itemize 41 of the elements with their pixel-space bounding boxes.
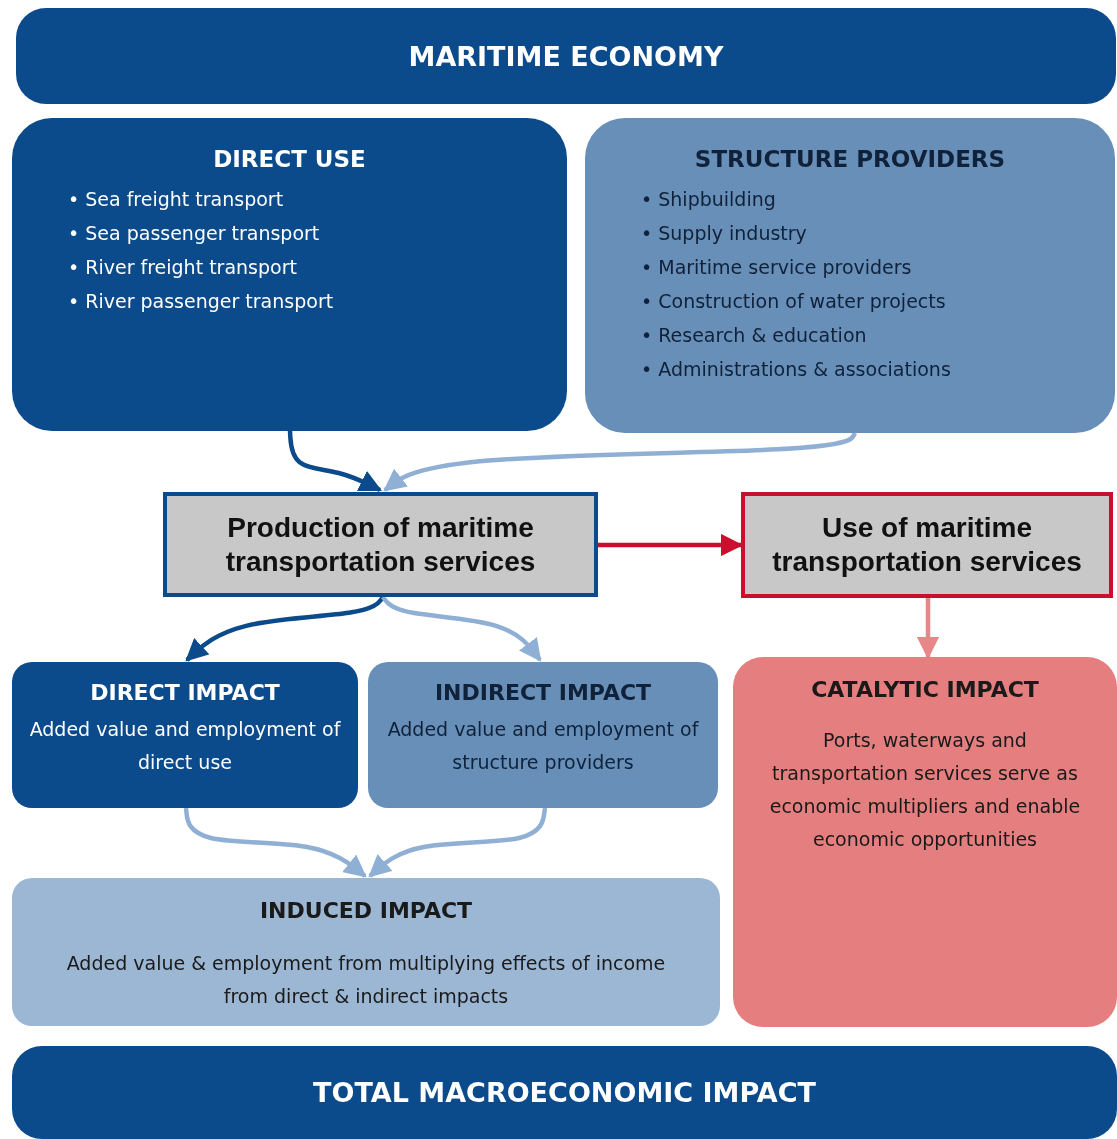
bullet-item: • Administrations & associations	[641, 357, 952, 382]
process-box	[163, 492, 598, 597]
box-heading: CATALYTIC IMPACT	[810, 676, 1040, 702]
impact-box	[12, 662, 358, 808]
process-box	[741, 492, 1113, 598]
box-description: Ports, waterways and transportation services serve as economic multipliers and enable economic opportunities	[768, 728, 1082, 852]
bullet-item: • Research & education	[641, 323, 868, 348]
arrow	[916, 598, 940, 660]
bullet-item: • Supply industry	[641, 221, 808, 246]
arrow	[383, 431, 857, 492]
process-label: Production of maritime transportation services	[224, 510, 537, 579]
arrow	[185, 595, 385, 662]
box-heading: INDIRECT IMPACT	[433, 679, 653, 705]
bullet-item: • Maritime service providers	[641, 255, 913, 280]
arrow	[287, 430, 382, 492]
bullet-item: • River freight transport	[68, 255, 298, 280]
impact-box	[12, 878, 720, 1026]
impact-box	[733, 657, 1117, 1027]
box-heading: DIRECT USE	[212, 145, 367, 172]
box-description: Added value and employment of structure providers	[386, 717, 700, 775]
box-heading: INDUCED IMPACT	[258, 897, 474, 923]
box-description: Added value & employment from multiplying effects of income from direct & indirect impacts	[65, 951, 667, 1009]
box-heading: DIRECT IMPACT	[89, 679, 281, 705]
category-box	[585, 118, 1115, 433]
process-label: Use of maritime transportation services	[771, 511, 1083, 579]
bullet-item: • Shipbuilding	[641, 187, 777, 212]
impact-box	[368, 662, 718, 808]
banner-title: TOTAL MACROECONOMIC IMPACT	[313, 1077, 816, 1108]
arrow	[368, 807, 548, 878]
bullet-item: • Sea passenger transport	[68, 221, 321, 246]
box-description: Added value and employment of direct use	[28, 717, 342, 775]
category-box	[12, 118, 567, 431]
banner-box	[16, 8, 1116, 104]
bullet-item: • Construction of water projects	[641, 289, 947, 314]
bullet-item: • River passenger transport	[68, 289, 335, 314]
banner-box	[12, 1046, 1117, 1139]
bullet-item: • Sea freight transport	[68, 187, 285, 212]
box-heading: STRUCTURE PROVIDERS	[693, 145, 1007, 172]
banner-title: MARITIME ECONOMY	[408, 40, 724, 72]
arrow	[381, 595, 542, 662]
arrow	[183, 807, 367, 878]
